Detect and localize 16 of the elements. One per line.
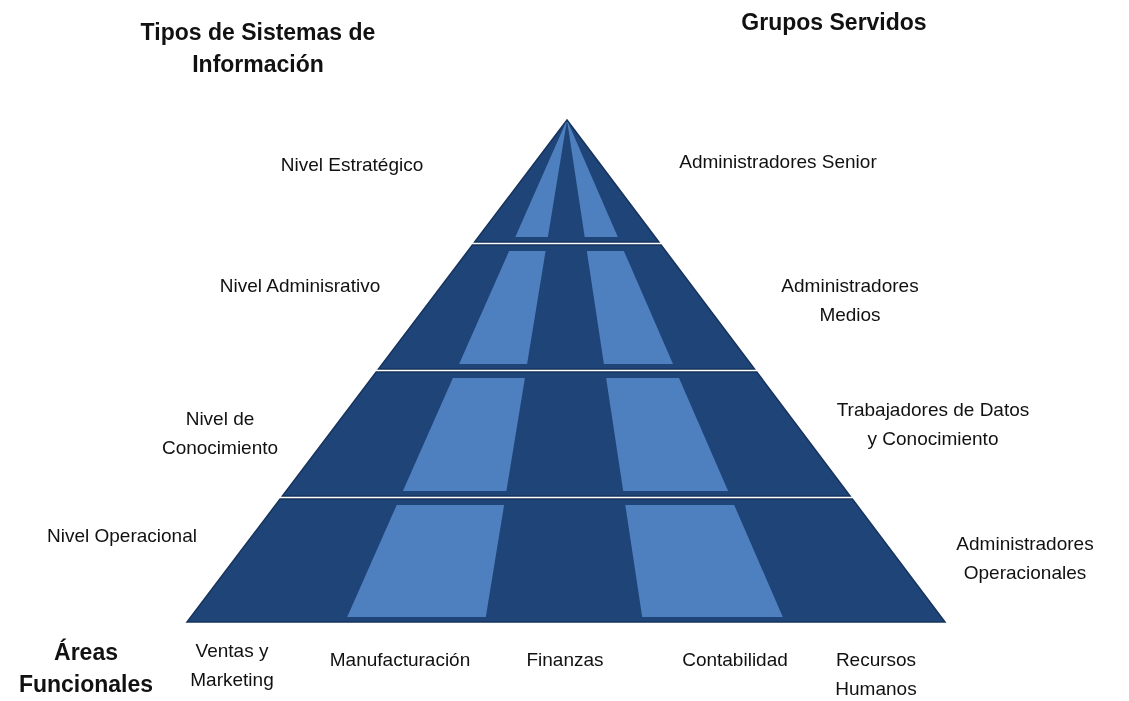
column-heading: Grupos Servidos [740, 8, 928, 37]
area-label: Finanzas [525, 648, 605, 672]
group-label: Administradores Operacionales [955, 532, 1095, 585]
group-label: Administradores Senior [678, 150, 878, 174]
group-label: Trabajadores de Datos y Conocimiento [835, 398, 1031, 451]
level-label: Nivel de Conocimiento [160, 407, 280, 460]
area-label: Contabilidad [681, 648, 789, 672]
level-label: Nivel Estratégico [279, 153, 425, 177]
row-heading: Áreas Funcionales [17, 637, 155, 699]
column-heading: Tipos de Sistemas de Información [139, 18, 377, 79]
level-label: Nivel Operacional [46, 524, 198, 548]
group-label: Administradores Medios [780, 274, 920, 327]
area-label: Manufacturación [328, 648, 472, 672]
area-label: Recursos Humanos [834, 648, 918, 701]
area-label: Ventas y Marketing [189, 639, 275, 692]
level-label: Nivel Adminisrativo [218, 274, 382, 298]
